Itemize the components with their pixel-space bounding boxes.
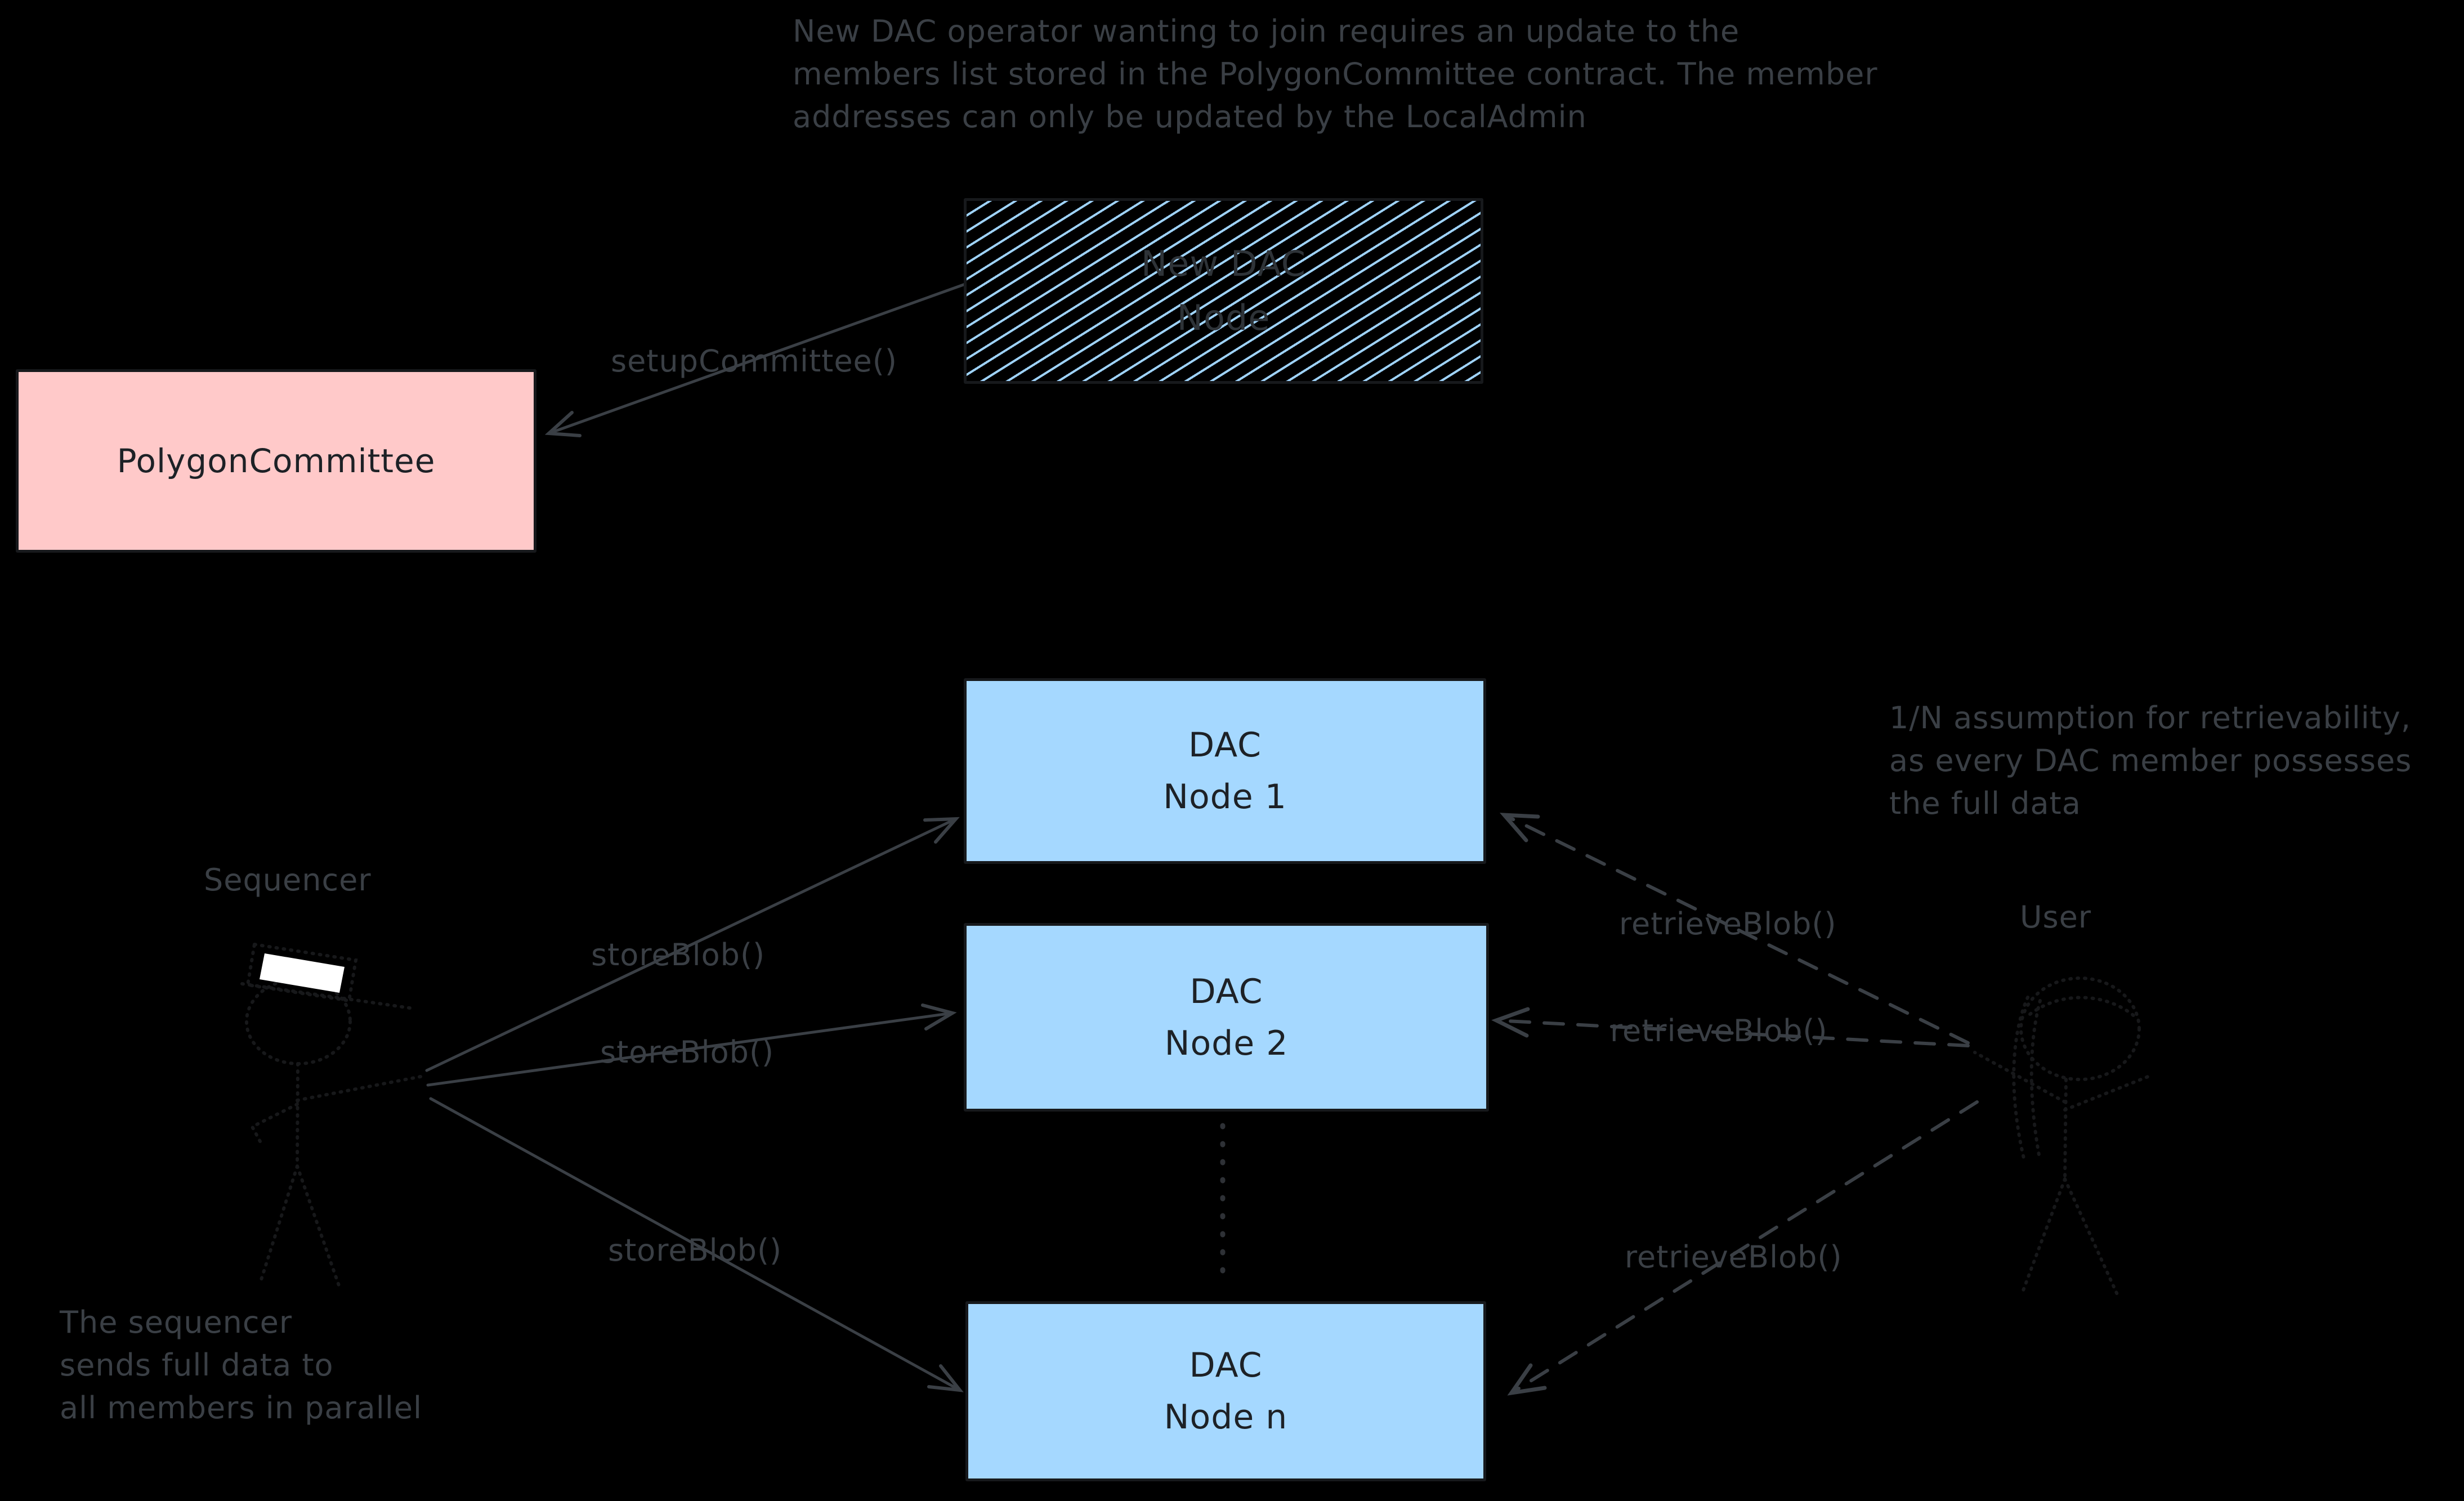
note-sequencer-parallel: The sequencer sends full data to all mem… [60,1305,422,1426]
node-dac-2-label: DAC Node 2 [1164,971,1289,1063]
note-top: New DAC operator wanting to join require… [793,14,1878,135]
note-retrievability: 1/N assumption for retrievability, as ev… [1889,700,2412,821]
node-polygon-committee: PolygonCommittee [16,369,536,553]
arrow-retrieve-blob-1 [1499,813,1970,1045]
user-figure [1973,976,2151,1297]
arrow-store-blob-1 [425,817,960,1072]
user-label: User [2020,899,2092,935]
edge-label-retrieve-blob-2: retrieveBlob() [1610,1013,1828,1049]
arrow-store-blob-2 [426,1003,957,1087]
edge-label-retrieve-blob-1: retrieveBlob() [1619,906,1837,942]
node-dac-2: DAC Node 2 [964,923,1489,1112]
sequencer-figure [240,942,425,1287]
node-new-dac-label: New DAC Node [1141,243,1307,338]
sequencer-label: Sequencer [204,862,372,898]
arrow-retrieve-blob-2 [1491,1007,1970,1047]
node-polygon-committee-label: PolygonCommittee [117,442,436,480]
node-dac-1-label: DAC Node 1 [1163,725,1287,817]
arrow-retrieve-blob-3 [1507,1100,1979,1396]
arrow-setup-committee [544,283,967,437]
edge-label-store-blob-2: storeBlob() [600,1034,775,1070]
sequencer-hat-band [260,953,345,993]
node-new-dac: New DAC Node [964,198,1483,384]
edge-label-store-blob-1: storeBlob() [591,937,766,973]
node-dac-1: DAC Node 1 [964,678,1486,864]
arrow-store-blob-3 [429,1097,964,1392]
edge-label-store-blob-3: storeBlob() [608,1233,782,1268]
node-dac-n-label: DAC Node n [1164,1346,1288,1437]
node-dac-n: DAC Node n [965,1301,1486,1481]
edge-label-retrieve-blob-3: retrieveBlob() [1625,1239,1843,1275]
edge-label-setup-committee: setupCommittee() [611,343,897,379]
